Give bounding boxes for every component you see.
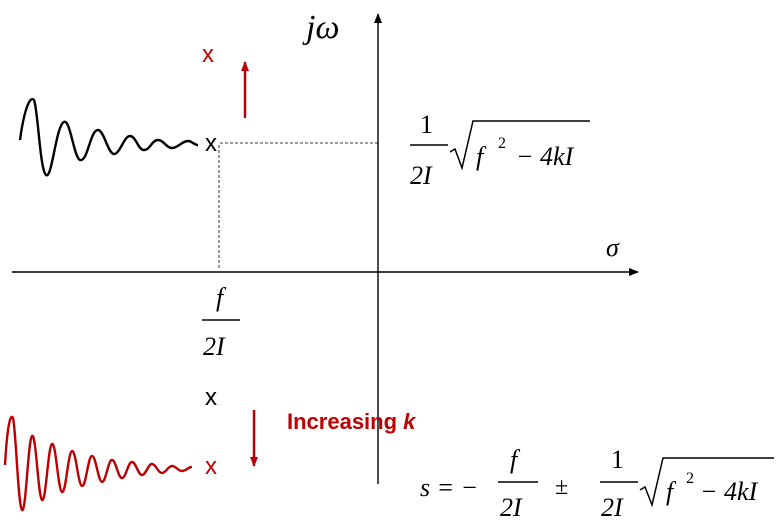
imag-radicand-f: f <box>476 142 487 171</box>
characteristic-root-formula: s = − f 2I ± 1 2I f 2 − 4kI <box>420 445 774 522</box>
vertical-axis-label: jω <box>302 9 339 46</box>
increasing-k-annotation: Increasing k <box>287 409 417 434</box>
formula-lhs: s = − <box>420 473 478 502</box>
formula-sqrt-sign <box>639 457 774 508</box>
pole-marker-upper: x <box>202 41 214 68</box>
imag-numerator: 1 <box>420 110 433 139</box>
imag-radicand-rest: − 4kI <box>516 142 575 171</box>
pole-marker-lower-red: x <box>205 453 217 480</box>
waveform-red <box>3 415 193 512</box>
real-part-label: f 2I <box>202 283 240 361</box>
formula-frac2-den: 2I <box>601 493 624 522</box>
horizontal-axis-label: σ <box>606 233 620 262</box>
pole-marker-lower-black: x <box>205 384 217 411</box>
imag-part-label: 1 2I f 2 − 4kI <box>410 110 590 190</box>
formula-radicand-exp: 2 <box>686 470 694 487</box>
formula-radicand-rest: − 4kI <box>700 477 759 506</box>
formula-pm: ± <box>555 474 568 500</box>
pole-marker-center: x <box>205 130 217 157</box>
annotation-text: Increasing <box>287 409 403 434</box>
annotation-var: k <box>403 409 417 434</box>
imag-radicand-exp: 2 <box>498 135 506 152</box>
waveform-black <box>18 97 199 177</box>
imag-denominator: 2I <box>410 161 433 190</box>
formula-frac1-den: 2I <box>500 493 523 522</box>
real-numerator: f <box>216 283 227 312</box>
real-denominator: 2I <box>203 332 226 361</box>
formula-radicand-f: f <box>666 477 677 506</box>
imag-sqrt-sign <box>449 120 590 171</box>
formula-frac1-num: f <box>510 445 521 474</box>
formula-frac2-num: 1 <box>611 445 624 474</box>
